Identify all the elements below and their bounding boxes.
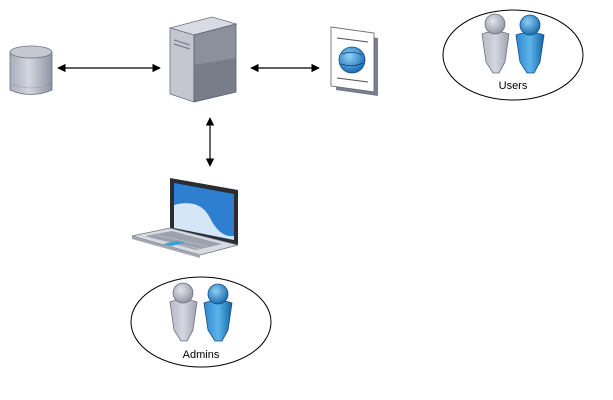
admins-label: Admins — [183, 349, 220, 361]
web-document-icon — [330, 26, 378, 96]
users-group: Users — [442, 9, 584, 101]
admins-ellipse — [130, 276, 272, 368]
users-ellipse — [442, 9, 584, 101]
user-gray-icon — [481, 13, 510, 74]
server-icon — [168, 16, 238, 103]
admins-group: Admins — [130, 276, 272, 368]
connections — [57, 63, 320, 167]
laptop-icon — [131, 178, 239, 258]
database-icon — [9, 45, 53, 95]
admin-gray-icon — [169, 282, 198, 342]
user-blue-icon — [515, 14, 545, 74]
users-label: Users — [499, 80, 528, 92]
admin-blue-icon — [203, 283, 233, 342]
